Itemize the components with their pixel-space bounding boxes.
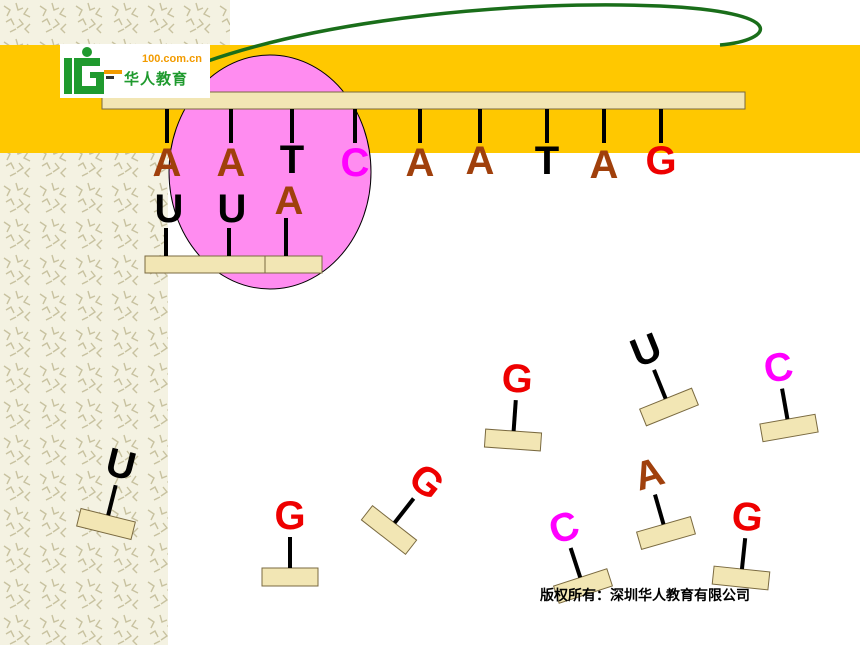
nucleotide-base-letter: C [544, 503, 585, 554]
copyright-notice: 版权所有：深圳华人教育有限公司 [540, 588, 750, 604]
rna-strand-bar [144, 255, 268, 274]
nucleotide-stem [652, 369, 668, 400]
nucleotide-block [360, 504, 418, 556]
dna-base-letter: A [217, 141, 246, 185]
free-nucleotide: G [711, 494, 771, 591]
logo-brand-name: 华人教育 [124, 70, 189, 88]
company-logo: 100.com.cn 华人教育 [60, 44, 210, 98]
free-nucleotide: G [360, 455, 453, 556]
logo-domain-text: 100.com.cn [142, 53, 202, 65]
logo-emblem-icon [64, 47, 122, 94]
nucleotide-block [711, 565, 771, 591]
rna-strand-bar-new [264, 255, 323, 274]
nucleotide-base-letter: C [760, 344, 796, 392]
cell-nucleus [168, 54, 372, 290]
nucleotide-base-letter: G [730, 494, 766, 541]
nucleotide-block [261, 567, 319, 587]
nucleotide-base-letter: G [500, 356, 534, 402]
nucleotide-stem [653, 493, 666, 525]
nucleotide-block [635, 516, 697, 550]
rna-base-letter: U [155, 187, 184, 231]
dna-strand-bar [101, 91, 746, 110]
nucleotide-block [552, 568, 614, 604]
nucleotide-base-letter: U [625, 325, 668, 377]
nucleotide-base-letter: A [629, 449, 669, 499]
top-left-texture-patch [168, 0, 230, 45]
free-nucleotide: C [759, 344, 819, 443]
nucleotide-stem [739, 538, 748, 570]
free-nucleotide: A [629, 449, 697, 550]
nucleotide-stem [568, 547, 583, 579]
nucleotide-stem [392, 497, 416, 525]
nucleotide-base-letter: G [274, 494, 305, 538]
dna-base-letter: C [341, 141, 370, 185]
free-nucleotide: U [625, 325, 699, 427]
dna-base-letter: G [645, 139, 676, 183]
dna-base-letter: A [153, 141, 182, 185]
dna-base-letter: T [535, 139, 559, 183]
nucleotide-stem [511, 399, 518, 432]
free-nucleotide: G [261, 494, 319, 587]
dna-base-letter: T [280, 138, 304, 182]
nucleotide-stem [106, 484, 118, 516]
nucleotide-base-letter: G [401, 455, 453, 509]
dna-base-letter: A [590, 143, 619, 187]
nucleotide-block [639, 387, 699, 427]
free-nucleotide: U [76, 440, 140, 541]
dna-base-letter: A [406, 141, 435, 185]
nucleotide-stem [780, 388, 790, 420]
free-nucleotide: G [483, 356, 543, 452]
green-curve [204, 3, 762, 64]
rna-base-letter: U [218, 187, 247, 231]
rna-base-letter: A [275, 179, 304, 223]
dna-base-letter: A [466, 139, 495, 183]
nucleotide-block [483, 428, 543, 452]
